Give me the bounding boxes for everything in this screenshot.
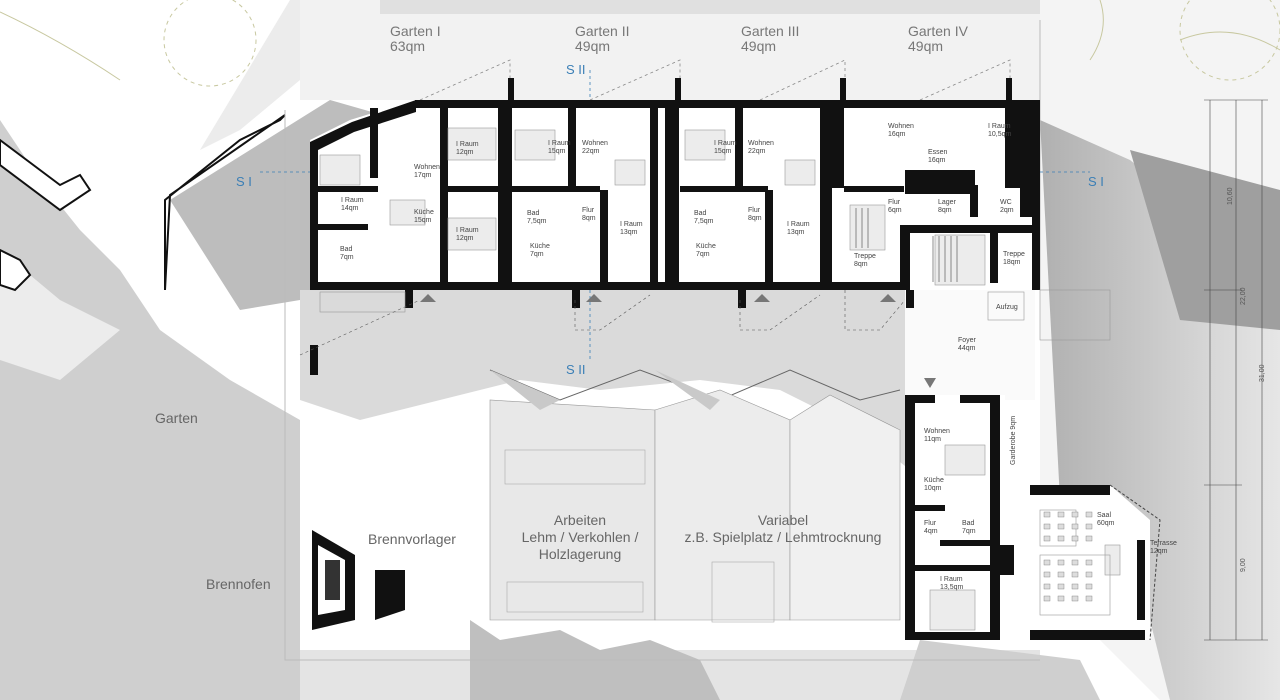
dimension-4: 9,00: [1240, 558, 1247, 572]
dimension-2: 22,00: [1240, 287, 1247, 305]
section-mark-s2-top: S II: [566, 62, 586, 77]
label-garten: Garten: [155, 410, 198, 426]
dimension-1: 10,60: [1227, 187, 1234, 205]
label-brennofen: Brennofen: [206, 576, 271, 592]
section-mark-s1-right: S I: [1088, 174, 1104, 189]
site-edge: [0, 114, 286, 292]
label-brennvorlager: Brennvorlager: [368, 531, 456, 547]
stairs: [855, 208, 958, 282]
dimension-lines: [1204, 99, 1268, 641]
dimension-3: 31,00: [1259, 364, 1266, 382]
section-lines: [260, 70, 1090, 360]
saal-seating: [1043, 511, 1093, 602]
sheds: [312, 369, 901, 630]
garden-walls: [508, 78, 1012, 100]
building: [310, 100, 1161, 641]
section-mark-s2-bottom: S II: [566, 362, 586, 377]
section-mark-s1-left: S I: [236, 174, 252, 189]
room-core-aufzug: Aufzug: [996, 304, 1018, 311]
room-core-garderobe: Garderobe 9qm: [1010, 415, 1017, 465]
entrance-markers: [420, 294, 936, 388]
